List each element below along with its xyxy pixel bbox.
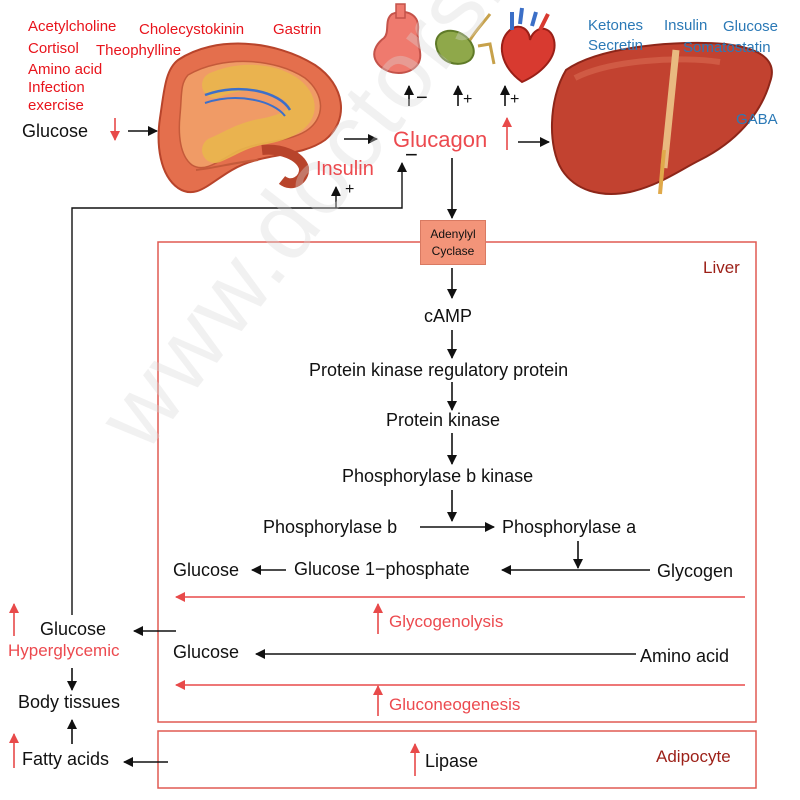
liver-glucose-label: Glucose xyxy=(173,560,240,580)
gluconeogenesis-label: Gluconeogenesis xyxy=(389,695,521,714)
phosphorylase-b-label: Phosphorylase b xyxy=(263,517,398,537)
protein-kinase-label: Protein kinase xyxy=(386,410,501,430)
left-glucose-label: Glucose xyxy=(40,619,107,639)
insulin-label: Insulin xyxy=(316,158,374,180)
fatty-acids-label: Fatty acids xyxy=(22,749,110,769)
phosphorylase-b-kinase-label: Phosphorylase b kinase xyxy=(342,466,534,486)
stimulator-cholecystokinin: Cholecystokinin xyxy=(139,21,245,38)
adipocyte-region-box xyxy=(157,730,757,789)
glucose-input-label: Glucose xyxy=(22,121,89,141)
inhibitor-gaba: GABA xyxy=(736,111,778,128)
insulin-plus-sign: + xyxy=(345,181,355,198)
inhibitor-ketones: Ketones xyxy=(588,17,644,34)
heart-icon xyxy=(501,7,556,84)
stimulator-cortisol: Cortisol xyxy=(28,40,79,57)
camp-label: cAMP xyxy=(424,306,473,326)
inhibitor-glucose: Glucose xyxy=(723,18,779,35)
body-tissues-label: Body tissues xyxy=(18,692,121,712)
inhibitor-secretin: Secretin xyxy=(588,37,644,54)
inhibitor-somatostatin: Somatostatin xyxy=(683,39,771,56)
glucose-1-phosphate-label: Glucose 1−phosphate xyxy=(294,559,470,579)
liver-region-label: Liver xyxy=(703,258,740,277)
gallbladder-plus-sign: + xyxy=(463,91,473,108)
adenylyl-cyclase-box: Adenylyl Cyclase xyxy=(420,220,486,265)
stimulator-amino-acid: Amino acid xyxy=(28,61,103,78)
heart-plus-sign: + xyxy=(510,91,520,108)
stimulator-theophylline: Theophylline xyxy=(96,42,182,59)
stimulator-gastrin: Gastrin xyxy=(273,21,322,38)
lipase-label: Lipase xyxy=(425,751,479,771)
glucagon-minus-sign: − xyxy=(405,142,418,167)
liver-icon xyxy=(550,41,773,195)
glycogenolysis-label: Glycogenolysis xyxy=(389,612,504,631)
stimulator-exercise: exercise xyxy=(28,97,84,114)
phosphorylase-a-label: Phosphorylase a xyxy=(502,517,637,537)
gallbladder-icon xyxy=(434,13,496,65)
glucagon-label: Glucagon xyxy=(393,127,488,152)
gluconeogenesis-glucose-label: Glucose xyxy=(173,642,240,662)
pancreas-icon xyxy=(157,42,342,194)
amino-acid-label: Amino acid xyxy=(640,646,730,666)
stimulator-acetylcholine: Acetylcholine xyxy=(28,18,117,35)
hyperglycemic-label: Hyperglycemic xyxy=(8,641,120,660)
protein-kinase-regulatory-label: Protein kinase regulatory protein xyxy=(309,360,569,380)
cyclase-label: Cyclase xyxy=(431,243,475,258)
adipocyte-region-label: Adipocyte xyxy=(656,747,731,766)
inhibitor-insulin: Insulin xyxy=(664,17,708,34)
stomach-minus-sign: − xyxy=(416,87,428,109)
stomach-icon xyxy=(373,3,422,74)
adenylyl-label: Adenylyl xyxy=(430,227,476,242)
stimulator-infection: Infection xyxy=(28,79,85,96)
glycogen-label: Glycogen xyxy=(657,561,734,581)
